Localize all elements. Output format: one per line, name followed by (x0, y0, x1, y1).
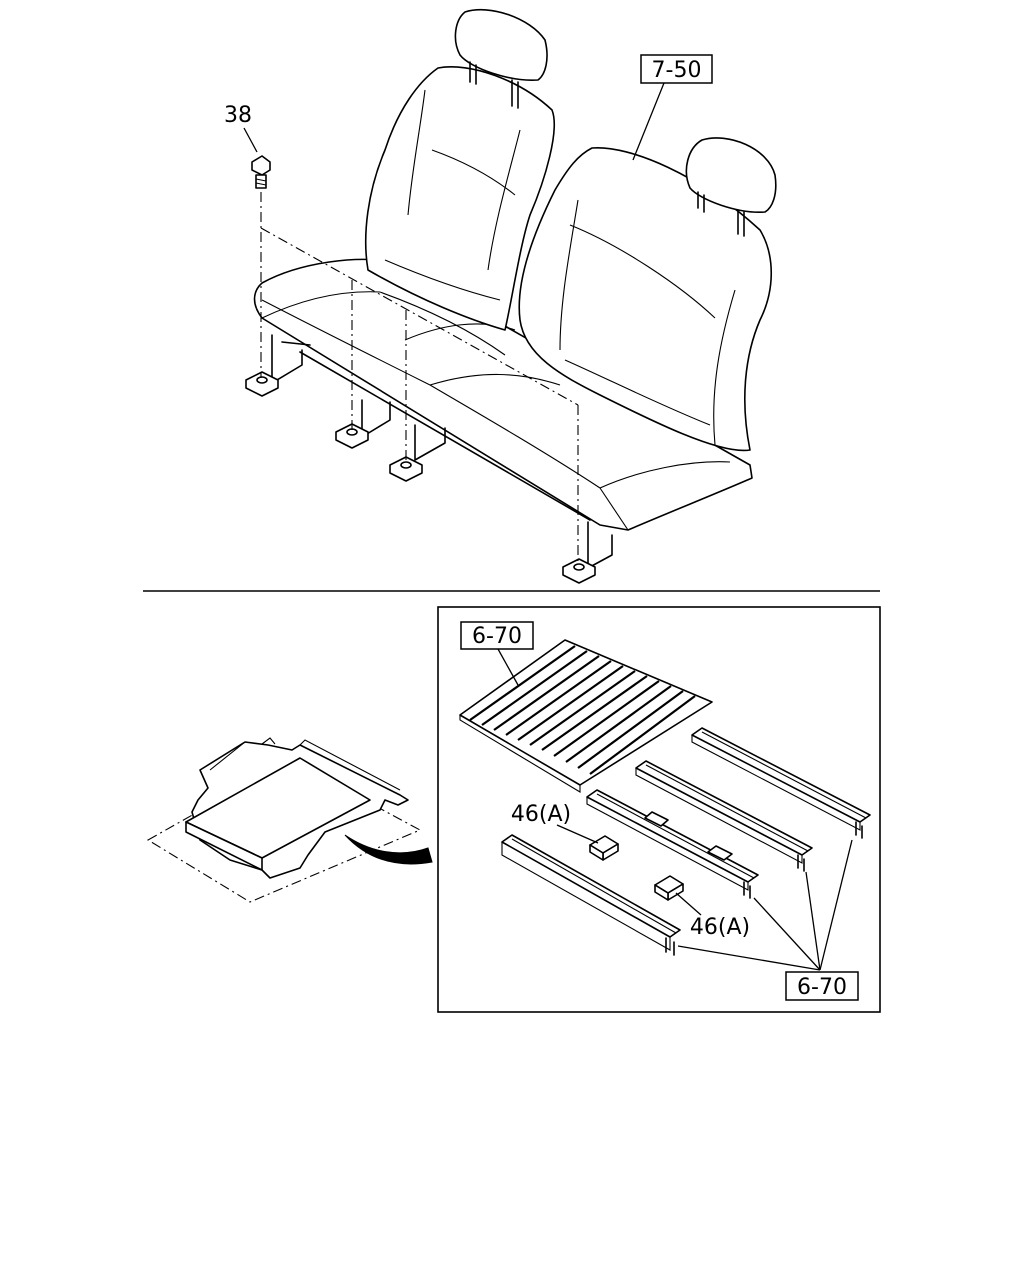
rail-2 (586, 789, 759, 899)
bolt-icon (251, 155, 271, 189)
mounting-feet (245, 371, 596, 584)
seat-frame (271, 334, 613, 569)
callout-7-50: 7-50 (632, 54, 713, 161)
callout-label-clip-lower: 46(A) (690, 915, 750, 940)
rail-3 (635, 760, 813, 872)
callout-label-clip-upper: 46(A) (511, 802, 571, 827)
rail-1 (501, 834, 681, 956)
callout-46a-upper: 46(A) (511, 802, 599, 844)
callout-38: 38 (224, 103, 258, 153)
right-seatback (518, 147, 773, 452)
floor-rails (501, 727, 871, 956)
callout-6-70-rails: 6-70 (677, 839, 859, 1001)
seat-assembly: 38 7-50 (224, 8, 777, 584)
seat-cushion (253, 258, 753, 531)
callout-label-bolt: 38 (224, 103, 252, 128)
installation-lines (260, 192, 579, 562)
callout-46a-lower: 46(A) (675, 892, 750, 940)
detail-box: 6-70 46(A) 46(A) 6-70 (437, 606, 881, 1013)
callout-label-floor-mat: 6-70 (472, 624, 522, 649)
clip-upper-icon (589, 835, 619, 861)
callout-label-seat-assembly: 7-50 (652, 58, 702, 83)
right-headrest (685, 137, 777, 237)
locator-view (146, 737, 422, 903)
left-headrest (454, 8, 548, 109)
callout-label-rails: 6-70 (797, 975, 847, 1000)
left-seatback (364, 66, 556, 331)
callout-6-70-mat: 6-70 (460, 621, 534, 686)
pointer-arrow-icon (344, 834, 433, 865)
rail-4 (691, 727, 871, 839)
clip-lower-icon (654, 875, 684, 901)
floor-mat (459, 639, 713, 793)
floor-mat-ribs (469, 645, 696, 775)
